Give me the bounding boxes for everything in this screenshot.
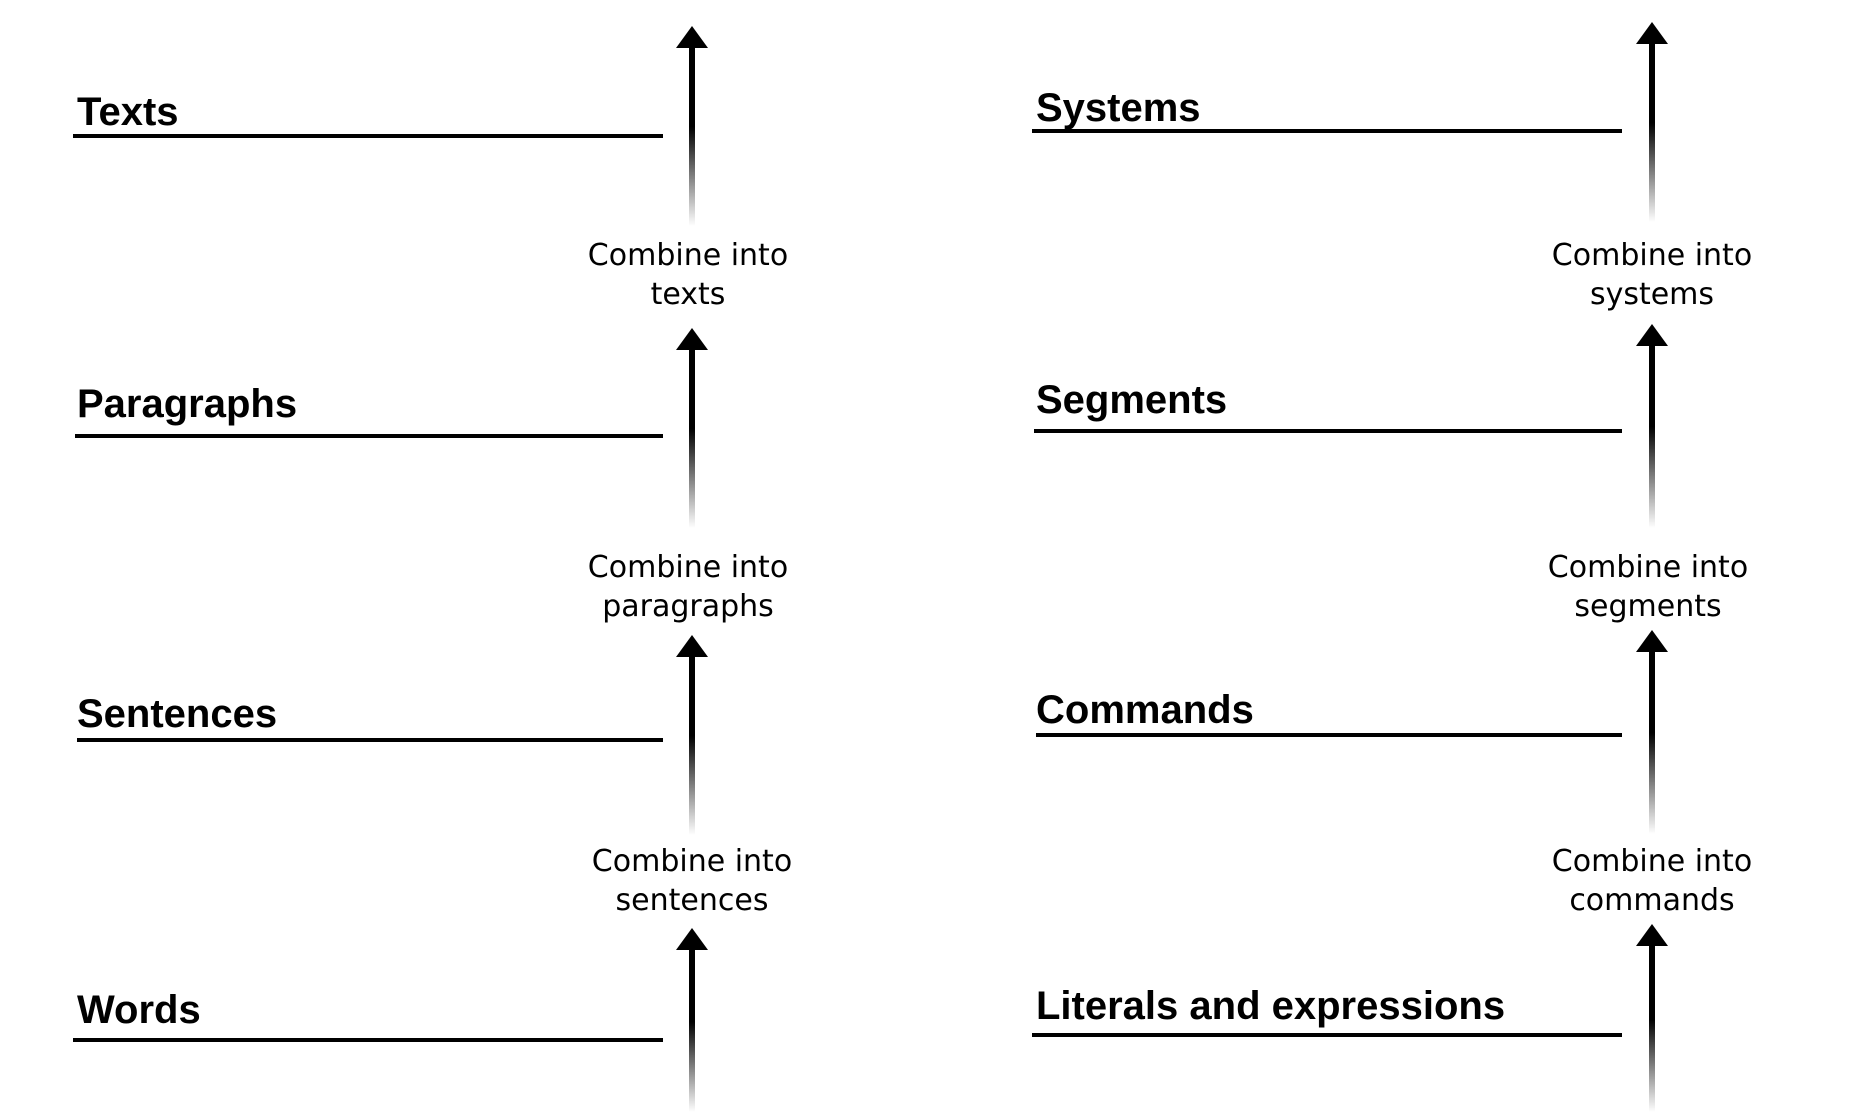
level-title: Commands	[1036, 688, 1254, 732]
upward-arrow-icon	[1636, 630, 1668, 834]
upward-arrow-icon	[1636, 22, 1668, 222]
level-title: Literals and expressions	[1036, 984, 1506, 1028]
level-underline	[1036, 733, 1622, 737]
text-hierarchy-diagram: Texts Paragraphs Sentences Words Combine…	[0, 0, 927, 1112]
level-underline	[1032, 129, 1622, 133]
level-underline	[1034, 429, 1622, 433]
upward-arrow-icon	[1636, 324, 1668, 528]
upward-arrow-icon	[676, 26, 708, 226]
level-title: Paragraphs	[77, 382, 298, 426]
upward-arrow-icon	[1636, 924, 1668, 1112]
level-underline	[73, 1038, 663, 1042]
level-underline	[1032, 1033, 1622, 1037]
level-title: Segments	[1036, 378, 1228, 422]
level-title: Words	[77, 988, 201, 1032]
level-title: Sentences	[77, 692, 278, 736]
level-underline	[77, 738, 663, 742]
level-underline	[73, 134, 663, 138]
upward-arrow-icon	[676, 928, 708, 1112]
upward-arrow-icon	[676, 635, 708, 835]
level-underline	[75, 434, 663, 438]
level-title: Texts	[77, 90, 179, 134]
level-title: Systems	[1036, 86, 1201, 130]
upward-arrow-icon	[676, 328, 708, 528]
code-hierarchy-diagram: Systems Segments Commands Literals and e…	[960, 0, 1855, 1112]
